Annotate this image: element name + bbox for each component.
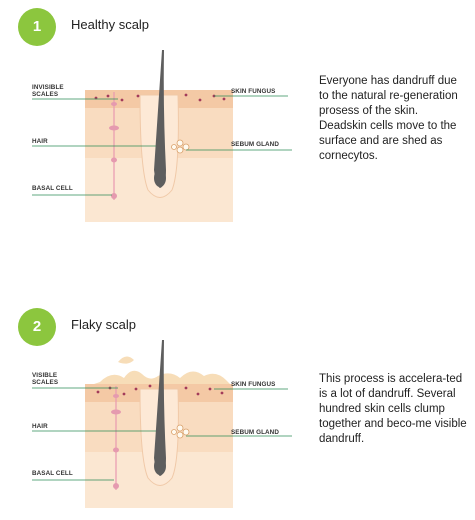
- skin-fungus-label: SKIN FUNGUS: [231, 88, 275, 95]
- hair-label: HAIR: [32, 138, 48, 145]
- section-description: Everyone has dandruff due to the natural…: [319, 74, 469, 164]
- flake-loose: [118, 356, 134, 363]
- skin-fungus-label: SKIN FUNGUS: [231, 381, 275, 388]
- scales-label-2: SCALES: [32, 379, 58, 386]
- scalp-diagram: INVISIBLE SCALES SKIN FUNGUS HAIR SEBUM …: [0, 0, 320, 230]
- scales-label-1: VISIBLE: [32, 372, 57, 379]
- hair-bulb: [154, 457, 166, 475]
- section-flaky-scalp: 2 Flaky scalp: [0, 300, 475, 520]
- scales-label-2: SCALES: [32, 91, 58, 98]
- scalp-diagram: VISIBLE SCALES SKIN FUNGUS HAIR SEBUM GL…: [0, 300, 320, 510]
- sebum-gland-label: SEBUM GLAND: [231, 141, 279, 148]
- basal-cell-label: BASAL CELL: [32, 470, 73, 477]
- scales-label-1: INVISIBLE: [32, 84, 64, 91]
- hair-label: HAIR: [32, 423, 48, 430]
- section-description: This process is accelera-ted is a lot of…: [319, 372, 469, 447]
- section-healthy-scalp: 1 Healthy scalp INVISIBLE: [0, 0, 475, 220]
- sebum-gland-label: SEBUM GLAND: [231, 429, 279, 436]
- basal-cell-label: BASAL CELL: [32, 185, 73, 192]
- hair-bulb: [154, 169, 166, 187]
